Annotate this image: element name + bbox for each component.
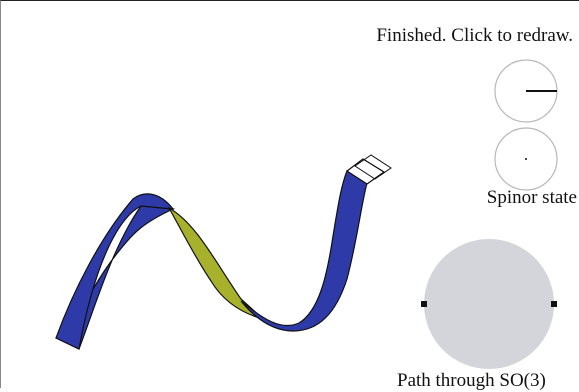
ribbon-middle-twist xyxy=(167,206,264,320)
spinor-dial-bottom-dot xyxy=(525,158,527,160)
ribbon-end-cap-inner xyxy=(354,154,392,180)
status-text: Finished. Click to redraw. xyxy=(376,25,573,46)
so3-right-marker xyxy=(551,301,557,307)
so3-disc xyxy=(424,239,554,369)
ribbon-right-segment xyxy=(240,170,368,332)
so3-path-label: Path through SO(3) xyxy=(397,370,546,391)
ribbon-left-top xyxy=(55,193,175,350)
so3-left-marker xyxy=(421,301,427,307)
spinor-state-label: Spinor state xyxy=(486,187,577,208)
